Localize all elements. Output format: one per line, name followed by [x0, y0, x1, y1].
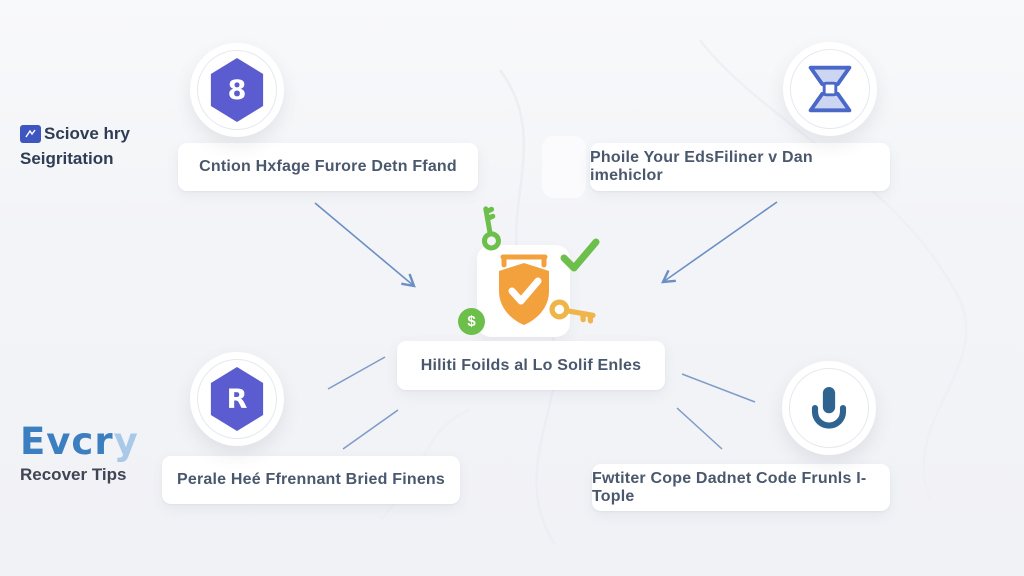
- hexagon-glyph: 8: [227, 74, 247, 106]
- microphone-icon: [811, 387, 847, 429]
- key-icon-gold: [549, 299, 596, 324]
- node-circle-bottom-right: [782, 361, 876, 455]
- logo: Evcry Recover Tips: [20, 420, 139, 485]
- logo-tagline: Recover Tips: [20, 465, 127, 484]
- key-icon-green: [481, 206, 501, 251]
- label-text: Phoile Your EdsFiliner v Dan imehiclor: [590, 149, 813, 184]
- label-text: Perale Heé Ffrennant Bried Finens: [176, 471, 445, 488]
- logo-wordmark: Evcry: [20, 420, 139, 463]
- hexagon-badge-icon: 8: [210, 58, 264, 122]
- node-circle-top-right: [783, 42, 877, 136]
- label-card-bottom-left: Perale Heé Ffrennant Bried Finens: [162, 456, 460, 504]
- dollar-glyph: $: [467, 313, 476, 330]
- logo-wordmark-accent: y: [113, 420, 139, 463]
- arrow-top-right-to-center: [661, 201, 778, 284]
- hexagon-glyph: R: [226, 383, 248, 415]
- brand-line2-text: Seigritation: [20, 149, 114, 168]
- dollar-coin-icon: $: [458, 308, 485, 335]
- checkmark-icon: [560, 238, 600, 272]
- label-card-center: Hiliti Foilds al Lo Solif Enles: [397, 341, 665, 390]
- line-center-to-bottom-left-upper: [327, 356, 386, 390]
- label-text: Cntion Hxfage Furore Detn Ffand: [199, 158, 457, 175]
- brand-line1-text: Sciove hry: [44, 124, 130, 143]
- line-center-to-bottom-right-lower: [676, 407, 723, 450]
- label-card-top-right: Phoile Your EdsFiliner v Dan imehiclor: [590, 143, 890, 191]
- label-card-bottom-right: Fwtiter Cope Dadnet Code Frunls I-Tople: [592, 464, 890, 511]
- line-center-to-bottom-left-lower: [342, 409, 399, 450]
- badge-icon: [20, 124, 41, 143]
- node-circle-bottom-left: R: [190, 352, 284, 446]
- label-text: Hiliti Foilds al Lo Solif Enles: [420, 356, 642, 374]
- shield-check-icon: [498, 254, 549, 325]
- logo-wordmark-main: Evcr: [20, 420, 114, 463]
- hourglass-icon: [808, 65, 852, 113]
- hexagon-badge-icon: R: [210, 367, 264, 431]
- shield-card: [477, 245, 570, 337]
- arrow-top-left-to-center: [314, 202, 416, 288]
- label-card-top-left: Cntion Hxfage Furore Detn Ffand: [178, 143, 478, 191]
- line-center-to-bottom-right-upper: [681, 373, 756, 403]
- node-circle-top-left: 8: [190, 43, 284, 137]
- brand-top-left: Sciove hry Seigritation: [20, 121, 130, 171]
- label-text: Fwtiter Cope Dadnet Code Frunls I-Tople: [592, 469, 867, 505]
